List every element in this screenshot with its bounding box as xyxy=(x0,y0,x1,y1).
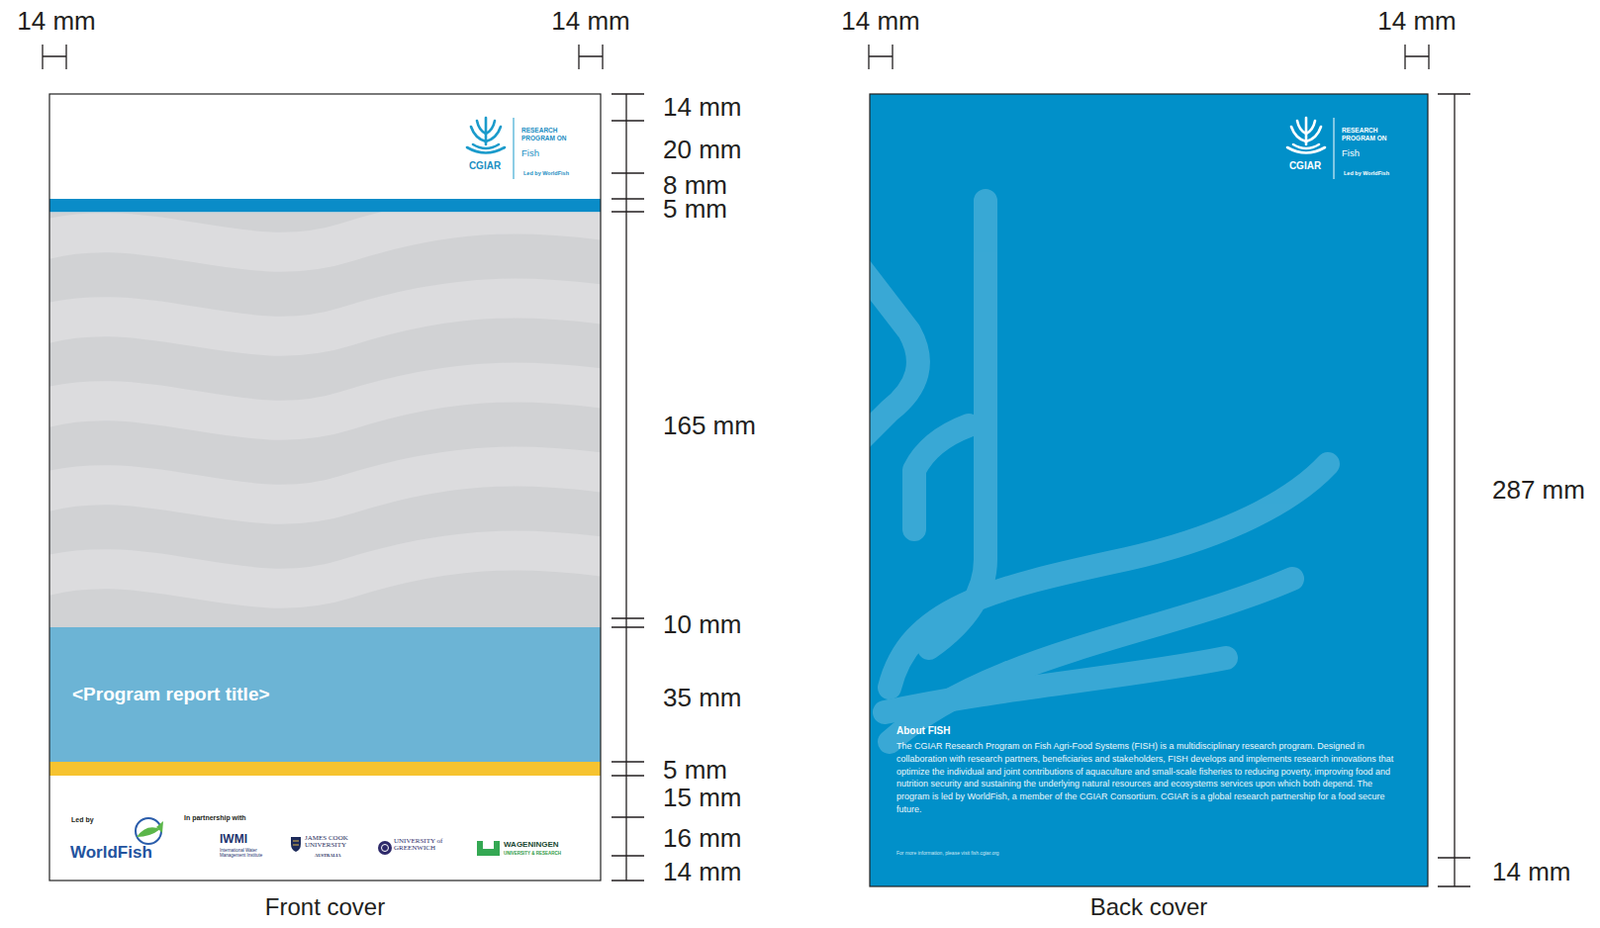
logo-subtitle: RESEARCH PROGRAM ON xyxy=(521,126,575,144)
front-cover: Front coverCGIARRESEARCH PROGRAM ONFishL… xyxy=(49,94,601,881)
title-band: <Program report title> xyxy=(49,627,601,762)
dimension-label: 14 mm xyxy=(1377,7,1456,34)
dimension-label: 14 mm xyxy=(1492,858,1571,885)
logo-block: CGIAR RESEARCH PROGRAM ON FishLed by World… xyxy=(462,115,581,182)
partnership-label: In partnership with xyxy=(184,814,247,823)
logo-program: Fish xyxy=(1341,147,1360,159)
front-cover-art xyxy=(19,94,654,881)
partner-footer: Led by WorldFish In partnership withIWMIIn… xyxy=(49,775,601,881)
back-cover-art xyxy=(849,94,1428,887)
partner-logo-subtext: International Water Management Institute xyxy=(219,848,272,859)
logo-program: Fish xyxy=(521,147,540,159)
report-title: <Program report title> xyxy=(72,683,271,707)
partner-logo-text: WAGENINGEN xyxy=(503,840,560,850)
partner-logo-subtext: AUSTRALIA xyxy=(314,852,342,858)
partner-logo-text: JAMES COOK UNIVERSITY xyxy=(304,835,359,850)
logo-name: CGIAR xyxy=(1282,160,1328,173)
partner-logo-text: UNIVERSITY of GREENWICH xyxy=(393,838,458,853)
dimension-label: 14 mm xyxy=(662,94,742,120)
logo-led-by: Led by WorldFish xyxy=(523,170,569,178)
partner-logo-text: WorldFish xyxy=(70,843,153,863)
partner-logo-text: IWMI xyxy=(219,832,248,847)
dimension-label: 8 mm xyxy=(662,172,728,198)
cover-caption: Back cover xyxy=(869,893,1428,922)
led-by-label: Led by xyxy=(71,816,95,825)
dimension-label: 15 mm xyxy=(662,784,742,811)
dimension-label: 14 mm xyxy=(662,858,742,885)
dimension-label: 287 mm xyxy=(1492,476,1586,503)
dimension-label: 14 mm xyxy=(551,7,630,34)
about-heading: About FISH xyxy=(896,725,950,738)
logo-block: CGIAR RESEARCH PROGRAM ON FishLed by World… xyxy=(1282,115,1402,182)
partner-logo-subtext: UNIVERSITY & RESEARCH xyxy=(503,850,562,856)
dimension-label: 165 mm xyxy=(662,412,756,439)
dimension-label: 10 mm xyxy=(662,611,742,638)
about-block: About FISH The CGIAR Research Program on … xyxy=(869,717,1428,866)
cover-caption: Front cover xyxy=(49,893,601,922)
dimension-label: 5 mm xyxy=(662,195,728,222)
dimension-label: 14 mm xyxy=(16,7,95,34)
dimension-label: 16 mm xyxy=(662,825,742,851)
dimension-label: 5 mm xyxy=(662,756,728,783)
logo-name: CGIAR xyxy=(462,160,508,173)
back-cover: Back coverCGIARRESEARCH PROGRAM ONFishLe… xyxy=(869,94,1428,887)
dimension-label: 20 mm xyxy=(662,136,742,163)
dimension-lines xyxy=(42,44,1471,887)
logo-subtitle: RESEARCH PROGRAM ON xyxy=(1341,126,1396,144)
dimension-label: 14 mm xyxy=(841,7,920,34)
about-body: The CGIAR Research Program on Fish Agri-… xyxy=(896,740,1402,817)
logo-led-by: Led by WorldFish xyxy=(1343,170,1390,178)
about-footnote: For more information, please visit fish.… xyxy=(896,849,1000,856)
dimension-label: 35 mm xyxy=(662,684,742,711)
